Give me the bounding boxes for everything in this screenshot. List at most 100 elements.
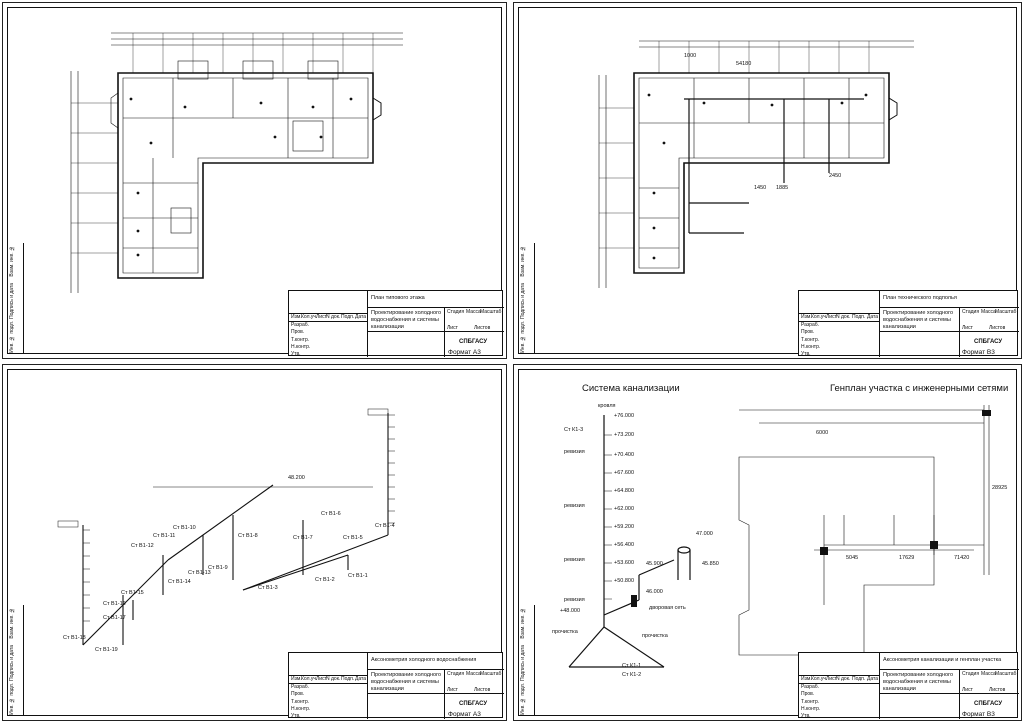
riser-label: Ст В1-5 <box>343 535 363 541</box>
sheet-cold-water-axon: Взам. инв. № Подпись и дата Инв. № подл. <box>2 364 507 721</box>
level-mark: +67.600 <box>614 470 635 476</box>
level-mark: 45.850 <box>702 561 719 567</box>
org-name: СПБГАСУ <box>459 339 488 345</box>
col-qty: Кол.уч. <box>811 676 828 682</box>
level-mark: +56.400 <box>614 542 635 548</box>
col-doc: N док. <box>326 314 341 320</box>
row-checked: Пров. <box>801 329 815 335</box>
side-strip: Взам. инв. № Подпись и дата Инв. № подл. <box>8 605 24 715</box>
cleanout-label: прочистка <box>642 633 668 639</box>
sheet-tech-basement: Взам. инв. № Подпись и дата Инв. № подл. <box>513 2 1022 359</box>
row-checked: Пров. <box>291 329 305 335</box>
yard-network-label: дворовая сеть <box>649 605 686 611</box>
scale-label: Масштаб <box>480 671 502 677</box>
row-tcontrol: Т.контр. <box>291 699 310 705</box>
col-sheet: Лист <box>826 314 837 320</box>
mass-label: Масса <box>466 671 481 677</box>
sewer-and-site-drawing <box>568 405 991 668</box>
dim-1000: 1000 <box>684 53 697 59</box>
col-qty: Кол.уч. <box>301 676 318 682</box>
stage-label: Стадия <box>447 309 465 315</box>
project-name: Проектирование холодного водоснабжения и… <box>883 310 954 330</box>
revision-label: ревизия <box>564 557 585 563</box>
col-date: Дата <box>867 676 879 682</box>
col-change: Изм. <box>801 314 812 320</box>
project-name: Проектирование холодного водоснабжения и… <box>371 672 442 692</box>
riser-label: Ст В1-3 <box>258 585 278 591</box>
level-mark: +76.000 <box>614 413 635 419</box>
sheets-label: Листов <box>474 325 491 331</box>
col-doc: N док. <box>836 314 851 320</box>
col-date: Дата <box>867 314 879 320</box>
sheets-label: Листов <box>474 687 491 693</box>
col-sign: Подп. <box>852 314 866 320</box>
riser-label: Ст В1-16 <box>103 601 126 607</box>
drawing-frame: Взам. инв. № Подпись и дата Инв. № подл. <box>518 7 1017 354</box>
format-label: Формат В3 <box>962 349 995 356</box>
riser-label: Ст В1-12 <box>131 543 154 549</box>
row-checked: Пров. <box>801 691 815 697</box>
stage-label: Стадия <box>962 671 980 677</box>
org-name: СПБГАСУ <box>974 701 1003 707</box>
dim-1885: 1885 <box>776 185 789 191</box>
plan-dim: 28925 <box>992 485 1008 491</box>
stage-label: Стадия <box>962 309 980 315</box>
revision-label: ревизия <box>564 597 585 603</box>
riser-label: Ст В1-6 <box>321 511 341 517</box>
floor-plan-drawing <box>70 32 403 293</box>
title-block: Изм. Кол.уч. Лист N док. Подп. Дата Разр… <box>798 652 1019 719</box>
riser-label: Ст В1-17 <box>103 615 126 621</box>
riser-k1-3: Ст К1-3 <box>564 427 584 433</box>
scale-label: Масштаб <box>480 309 502 315</box>
level-mark: +48.000 <box>560 608 581 614</box>
stage-label: Стадия <box>447 671 465 677</box>
row-approved: Утв. <box>801 713 811 719</box>
sheet-label: Лист <box>447 687 458 693</box>
level-mark: +73.200 <box>614 432 635 438</box>
riser-label: Ст В1-18 <box>63 635 86 641</box>
sheet-title: План типового этажа <box>371 295 425 301</box>
project-name: Проектирование холодного водоснабжения и… <box>371 310 442 330</box>
mass-label: Масса <box>466 309 481 315</box>
riser-k1-1: Ст К1-1 <box>622 663 642 669</box>
sheets-label: Листов <box>989 687 1006 693</box>
riser-label: Ст В1-19 <box>95 647 118 653</box>
riser-label: Ст В1-10 <box>173 525 196 531</box>
format-label: Формат А3 <box>448 711 481 718</box>
row-tcontrol: Т.контр. <box>291 337 310 343</box>
basement-plan-drawing <box>598 40 914 288</box>
col-sheet: Лист <box>826 676 837 682</box>
row-developed: Разраб. <box>291 684 310 690</box>
sheets-label: Листов <box>989 325 1006 331</box>
title-block: Изм. Кол.уч. Лист N док. Подп. Дата Разр… <box>288 290 504 357</box>
row-ncontrol: Н.контр. <box>291 344 311 350</box>
col-qty: Кол.уч. <box>301 314 318 320</box>
title-block: Изм. Кол.уч. Лист N док. Подп. Дата Разр… <box>288 652 504 719</box>
row-developed: Разраб. <box>801 322 820 328</box>
mass-label: Масса <box>981 309 996 315</box>
org-name: СПБГАСУ <box>974 339 1003 345</box>
col-sheet: Лист <box>316 676 327 682</box>
level-mark: +64.800 <box>614 488 635 494</box>
row-approved: Утв. <box>291 713 301 719</box>
project-name: Проектирование холодного водоснабжения и… <box>883 672 954 692</box>
format-label: Формат В3 <box>962 711 995 718</box>
drawing-frame: Взам. инв. № Подпись и дата Инв. № подл. <box>518 369 1017 716</box>
sheet-title: Аксонометрия канализации и генплан участ… <box>883 657 1002 663</box>
sheet-label: Лист <box>447 325 458 331</box>
title-block: Изм. Кол.уч. Лист N док. Подп. Дата Разр… <box>798 290 1019 357</box>
dim-2450: 2450 <box>829 173 842 179</box>
cold-water-axon-drawing <box>57 408 395 646</box>
plan-dim: 5045 <box>846 555 859 561</box>
scale-label: Масштаб <box>995 671 1017 677</box>
sheet-typical-floor: Взам. инв. № Подпись и дата Инв. № подл. <box>2 2 507 359</box>
col-date: Дата <box>355 314 367 320</box>
col-sheet: Лист <box>316 314 327 320</box>
org-name: СПБГАСУ <box>459 701 488 707</box>
col-change: Изм. <box>291 676 302 682</box>
col-qty: Кол.уч. <box>811 314 828 320</box>
revision-label: ревизия <box>564 503 585 509</box>
row-tcontrol: Т.контр. <box>801 337 820 343</box>
level-mark: 47.000 <box>696 531 713 537</box>
mass-label: Масса <box>981 671 996 677</box>
